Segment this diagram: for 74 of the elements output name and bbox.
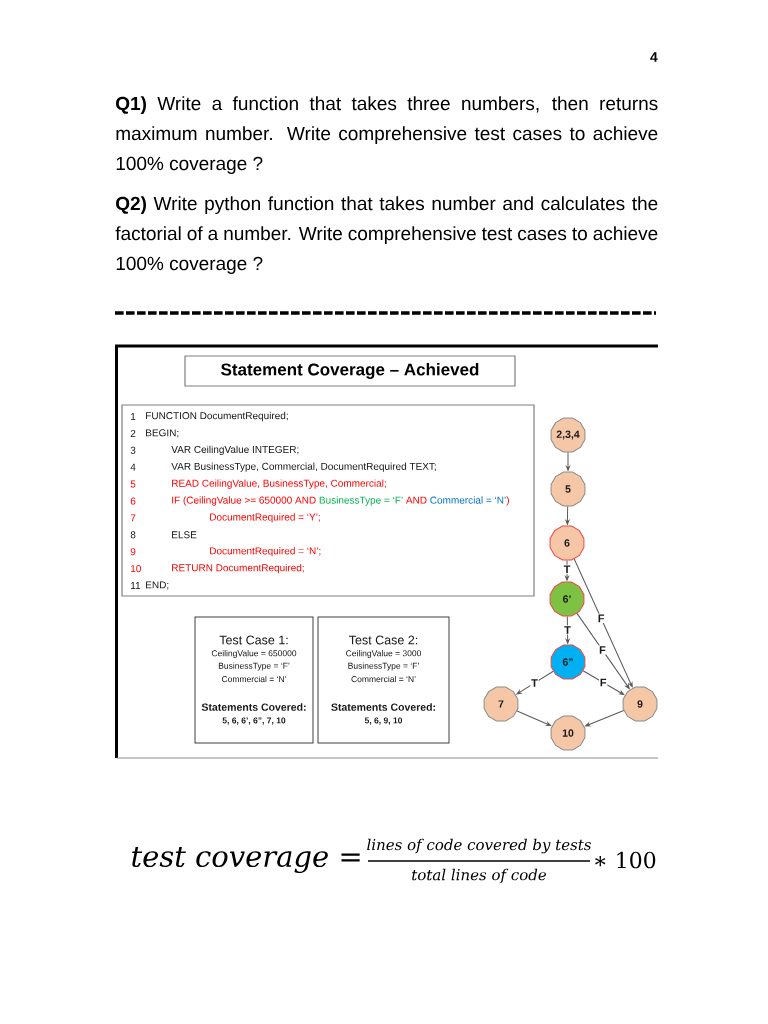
case-heading: Statements Covered: [331, 703, 435, 711]
formula-text: ∗ 100 [595, 851, 656, 869]
node-label: AND [405, 496, 427, 504]
test-case-box [194, 616, 314, 744]
code-line: BEGIN; [146, 429, 179, 438]
line-number: 4 [130, 463, 136, 471]
edge-label: T [562, 564, 572, 574]
code-line: ELSE [172, 531, 197, 539]
covered-list: 5, 6, 6’, 6”, 7, 10 [222, 717, 286, 725]
arrow [566, 451, 570, 471]
code-box [121, 404, 535, 597]
graph-node: 6 [549, 525, 585, 561]
node-label: IF (CeilingValue >= 650000 AND [172, 496, 316, 506]
node-label: BusinessType = ‘F’ [319, 496, 403, 506]
graph-node: 2,3,4 [550, 417, 586, 453]
line-number: 10 [131, 565, 141, 573]
arrow [585, 710, 625, 727]
assignment-text: CeilingValue = 650000 [211, 650, 297, 658]
graph-node: 5 [550, 471, 586, 507]
node-label: Commercial = ‘N’ [430, 496, 506, 504]
test-case-box [317, 616, 450, 744]
arrow [576, 612, 630, 689]
arrow [565, 559, 569, 581]
case-heading: Test Case 1: [219, 635, 288, 645]
code-line: RETURN DocumentRequired; [172, 563, 304, 574]
edge-label: F [599, 677, 608, 688]
line-number: 11 [131, 582, 141, 589]
line-number: 9 [130, 548, 136, 556]
arrow [516, 670, 554, 695]
code-line: DocumentRequired = ‘N’; [210, 547, 321, 557]
title-box: Statement Coverage – Achieved [184, 355, 516, 387]
code-line: IF (CeilingValue >= 650000 AND BusinessType = ‘F’ AND Commercial = ‘N’) [172, 496, 509, 506]
code-line: VAR CeilingValue INTEGER; [171, 445, 299, 455]
code-line: FUNCTION DocumentRequired; [146, 411, 288, 422]
line-number: 3 [130, 446, 136, 454]
case-heading: Statements Covered: [201, 703, 306, 711]
assignment-text: Commercial = ‘N’ [351, 675, 416, 683]
graph-node: 9 [622, 686, 658, 722]
page-number: 4 [650, 52, 658, 62]
graph-node: 7 [483, 686, 519, 722]
arrow [573, 558, 633, 688]
assignment-text: Commercial = ‘N’ [221, 675, 286, 683]
edge-label: F [597, 613, 606, 623]
case-heading: Test Case 2: [349, 635, 418, 645]
formula-text: total lines of code [412, 868, 547, 884]
covered-list: 5, 6, 9, 10 [364, 717, 403, 725]
graph-node: 6” [550, 644, 586, 680]
line-number: 8 [130, 531, 136, 539]
code-line: DocumentRequired = ‘Y’; [210, 513, 320, 523]
formula-text: test coverage = [132, 846, 360, 874]
arrow [582, 670, 625, 696]
line-number: 6 [130, 497, 136, 505]
question-text: Q1) Write a function that takes three numbers, then returns maximum number. Write comprehensive test cases to achieve 100% coverage ? [116, 96, 658, 174]
line-number: 1 [131, 413, 136, 420]
node-label: ) [506, 496, 509, 506]
graph-node: 10 [550, 715, 586, 751]
formula-text: lines of code covered by tests [367, 838, 591, 854]
question-text: Q2) Write python function that takes number and calculates the factorial of a number. Write comprehensive test cases to achieve 100% coverage ? [115, 196, 658, 274]
assignment-text: CeilingValue = 3000 [346, 650, 421, 658]
code-line: READ CeilingValue, BusinessType, Commercial; [172, 479, 386, 489]
line-number: 5 [130, 480, 136, 488]
code-line: VAR BusinessType, Commercial, DocumentRequired TEXT; [171, 462, 436, 472]
assignment-text: BusinessType = ‘F’ [348, 662, 419, 671]
assignment-text: BusinessType = ‘F’ [218, 662, 290, 671]
line-number: 7 [130, 514, 136, 522]
edge-label: F [598, 645, 607, 655]
edge-label: T [530, 678, 539, 688]
line-number: 2 [130, 429, 136, 437]
code-line: END; [146, 581, 169, 590]
arrow [565, 505, 570, 525]
arrow [565, 615, 570, 644]
arrow [516, 710, 552, 726]
graph-node: 6’ [549, 581, 585, 617]
edge-label: T [563, 625, 572, 635]
